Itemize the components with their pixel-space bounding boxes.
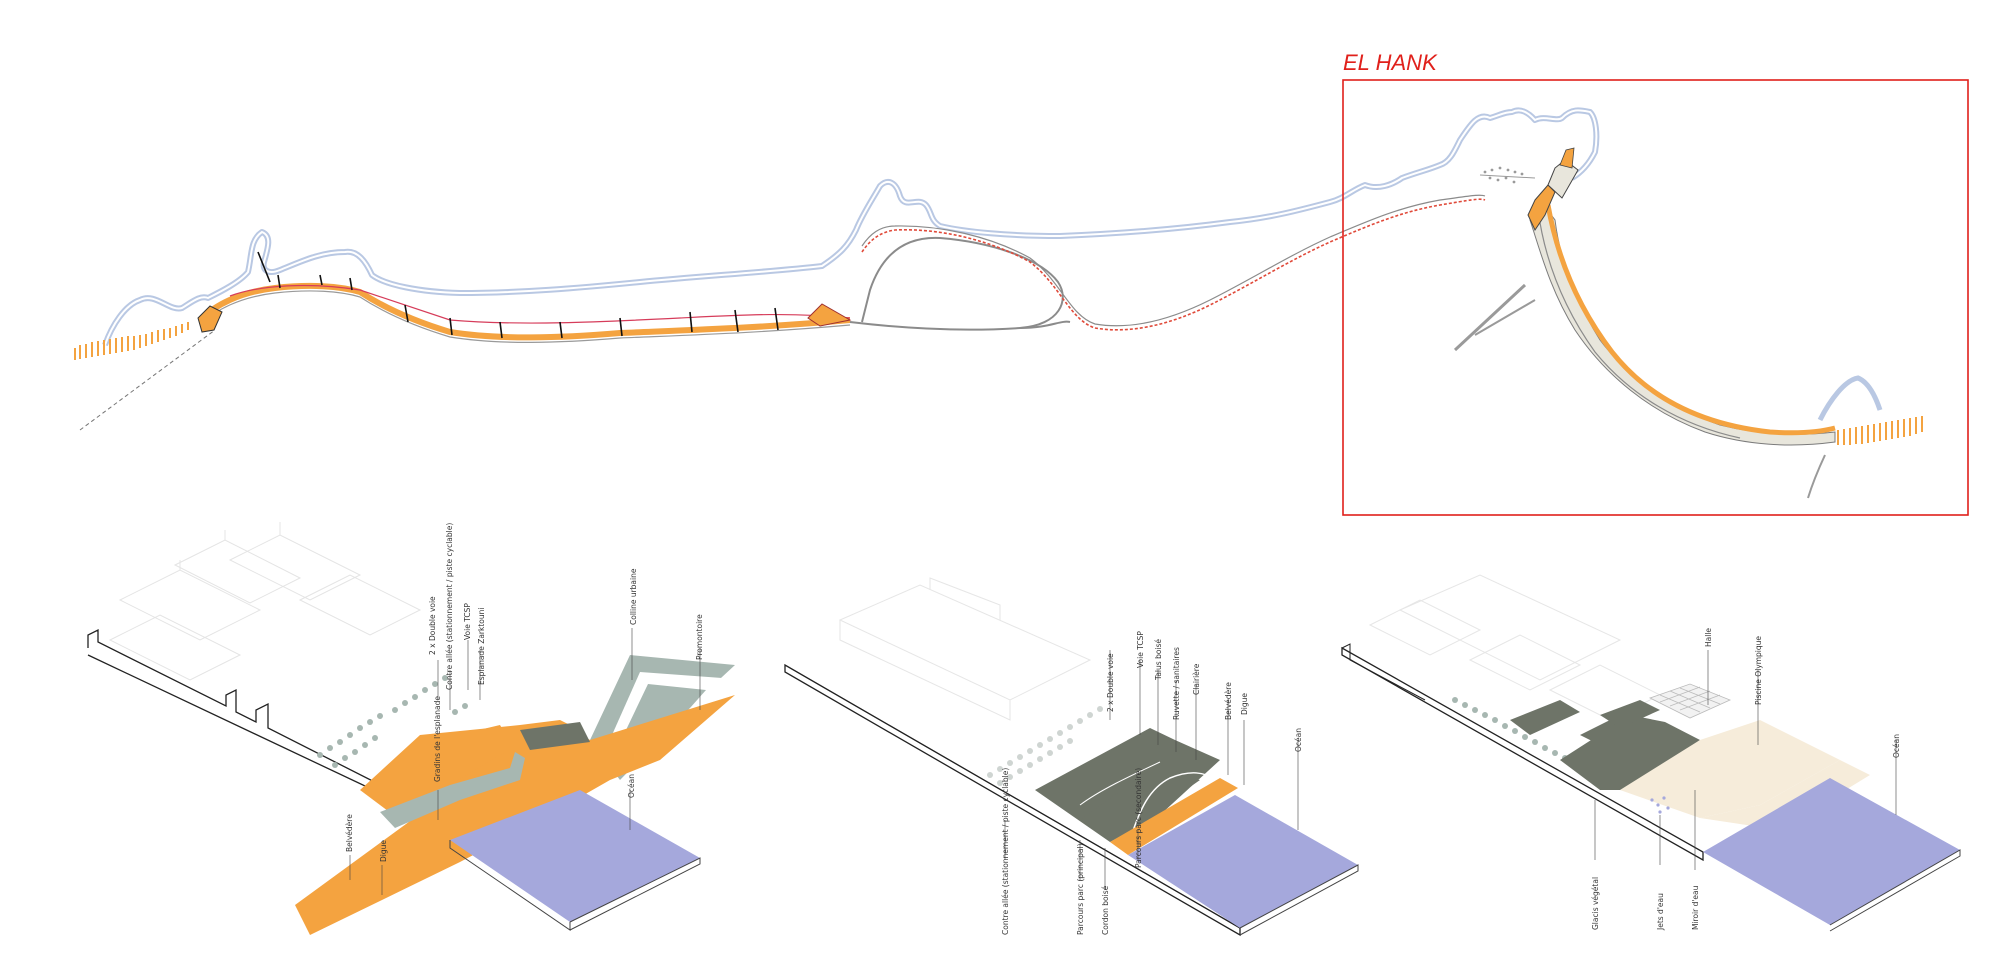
label-ruvette: Ruvette / sanitaires xyxy=(1172,647,1181,720)
label-clairiere: Clairière xyxy=(1192,663,1201,695)
label-talus-boise: Talus boisé xyxy=(1154,639,1163,681)
coastal-plan xyxy=(74,107,1883,431)
label-belvedere-2: Belvédère xyxy=(1224,682,1233,720)
label-belvedere-1: Belvédère xyxy=(345,814,354,852)
label-ocean-3: Océan xyxy=(1892,734,1901,758)
label-miroir-deau: Miroir d'eau xyxy=(1691,885,1700,930)
parcours-parc-2 xyxy=(1110,778,1238,855)
label-ocean-2: Océan xyxy=(1294,728,1303,752)
beach-hatch-left xyxy=(74,322,189,360)
label-digue-1: Digue xyxy=(379,840,388,862)
halle-grid xyxy=(1648,683,1732,719)
label-ocean-1: Océan xyxy=(627,774,636,798)
label-colline-urbaine: Colline urbaine xyxy=(629,568,638,625)
label-piscine: Piscine Olympique xyxy=(1754,636,1763,705)
dashed-route xyxy=(861,198,1486,331)
label-voie-tcsp-2: Voie TCSP xyxy=(1136,631,1145,668)
glacis-vegetal xyxy=(1620,720,1840,818)
label-parcours-principal: Parcours parc (principal) xyxy=(1076,843,1085,935)
plaza-3 xyxy=(1560,715,1700,790)
promenade-west xyxy=(197,282,851,341)
zone-title: EL HANK xyxy=(1343,50,1438,75)
label-gradins: Gradins de l'esplanade xyxy=(433,696,442,782)
label-parcours-secondaire: Parcours parc (secondaire) xyxy=(1134,768,1143,868)
dashed-axis xyxy=(79,329,216,431)
label-voie-tcsp: Voie TCSP xyxy=(463,603,472,640)
label-double-voie: 2 x Double voie xyxy=(428,596,437,655)
zone-frame xyxy=(1342,79,1969,516)
el-hank-promenade xyxy=(1529,199,1836,446)
coastline xyxy=(102,107,1600,347)
coastal-road xyxy=(849,236,1064,331)
label-digue-2: Digue xyxy=(1240,693,1249,715)
label-double-voie-2: 2 x Double voie xyxy=(1106,653,1115,712)
label-promontoire: Promontoire xyxy=(695,614,704,660)
beach-hatch-right xyxy=(1837,416,1923,445)
park-2 xyxy=(1035,728,1220,842)
section-3-axonometric: Halle Piscine Olympique Océan Glacis vég… xyxy=(1341,574,1961,932)
section-ticks xyxy=(257,251,779,339)
section-2-axonometric: 2 x Double voie Voie TCSP Talus boisé Ru… xyxy=(784,577,1359,937)
label-halle: Halle xyxy=(1704,628,1713,647)
label-contre-allee: Contre allée (stationnement / piste cycl… xyxy=(445,523,454,690)
section-1-axonometric: 2 x Double voie Contre allée (stationnem… xyxy=(87,522,735,935)
ocean-2 xyxy=(1128,795,1358,928)
label-jets-deau: Jets d'eau xyxy=(1656,893,1665,931)
ocean-1 xyxy=(450,790,700,922)
el-hank-zone: EL HANK xyxy=(1342,50,1969,516)
label-cordon-boise: Cordon boisé xyxy=(1101,885,1110,935)
label-contre-allee-2: Contre allée (stationnement / piste cycl… xyxy=(1001,768,1010,935)
label-esplanade-zarktouni: Esplanade Zarktouni xyxy=(477,608,486,685)
label-glacis-vegetal: Glacis végétal xyxy=(1591,877,1600,930)
